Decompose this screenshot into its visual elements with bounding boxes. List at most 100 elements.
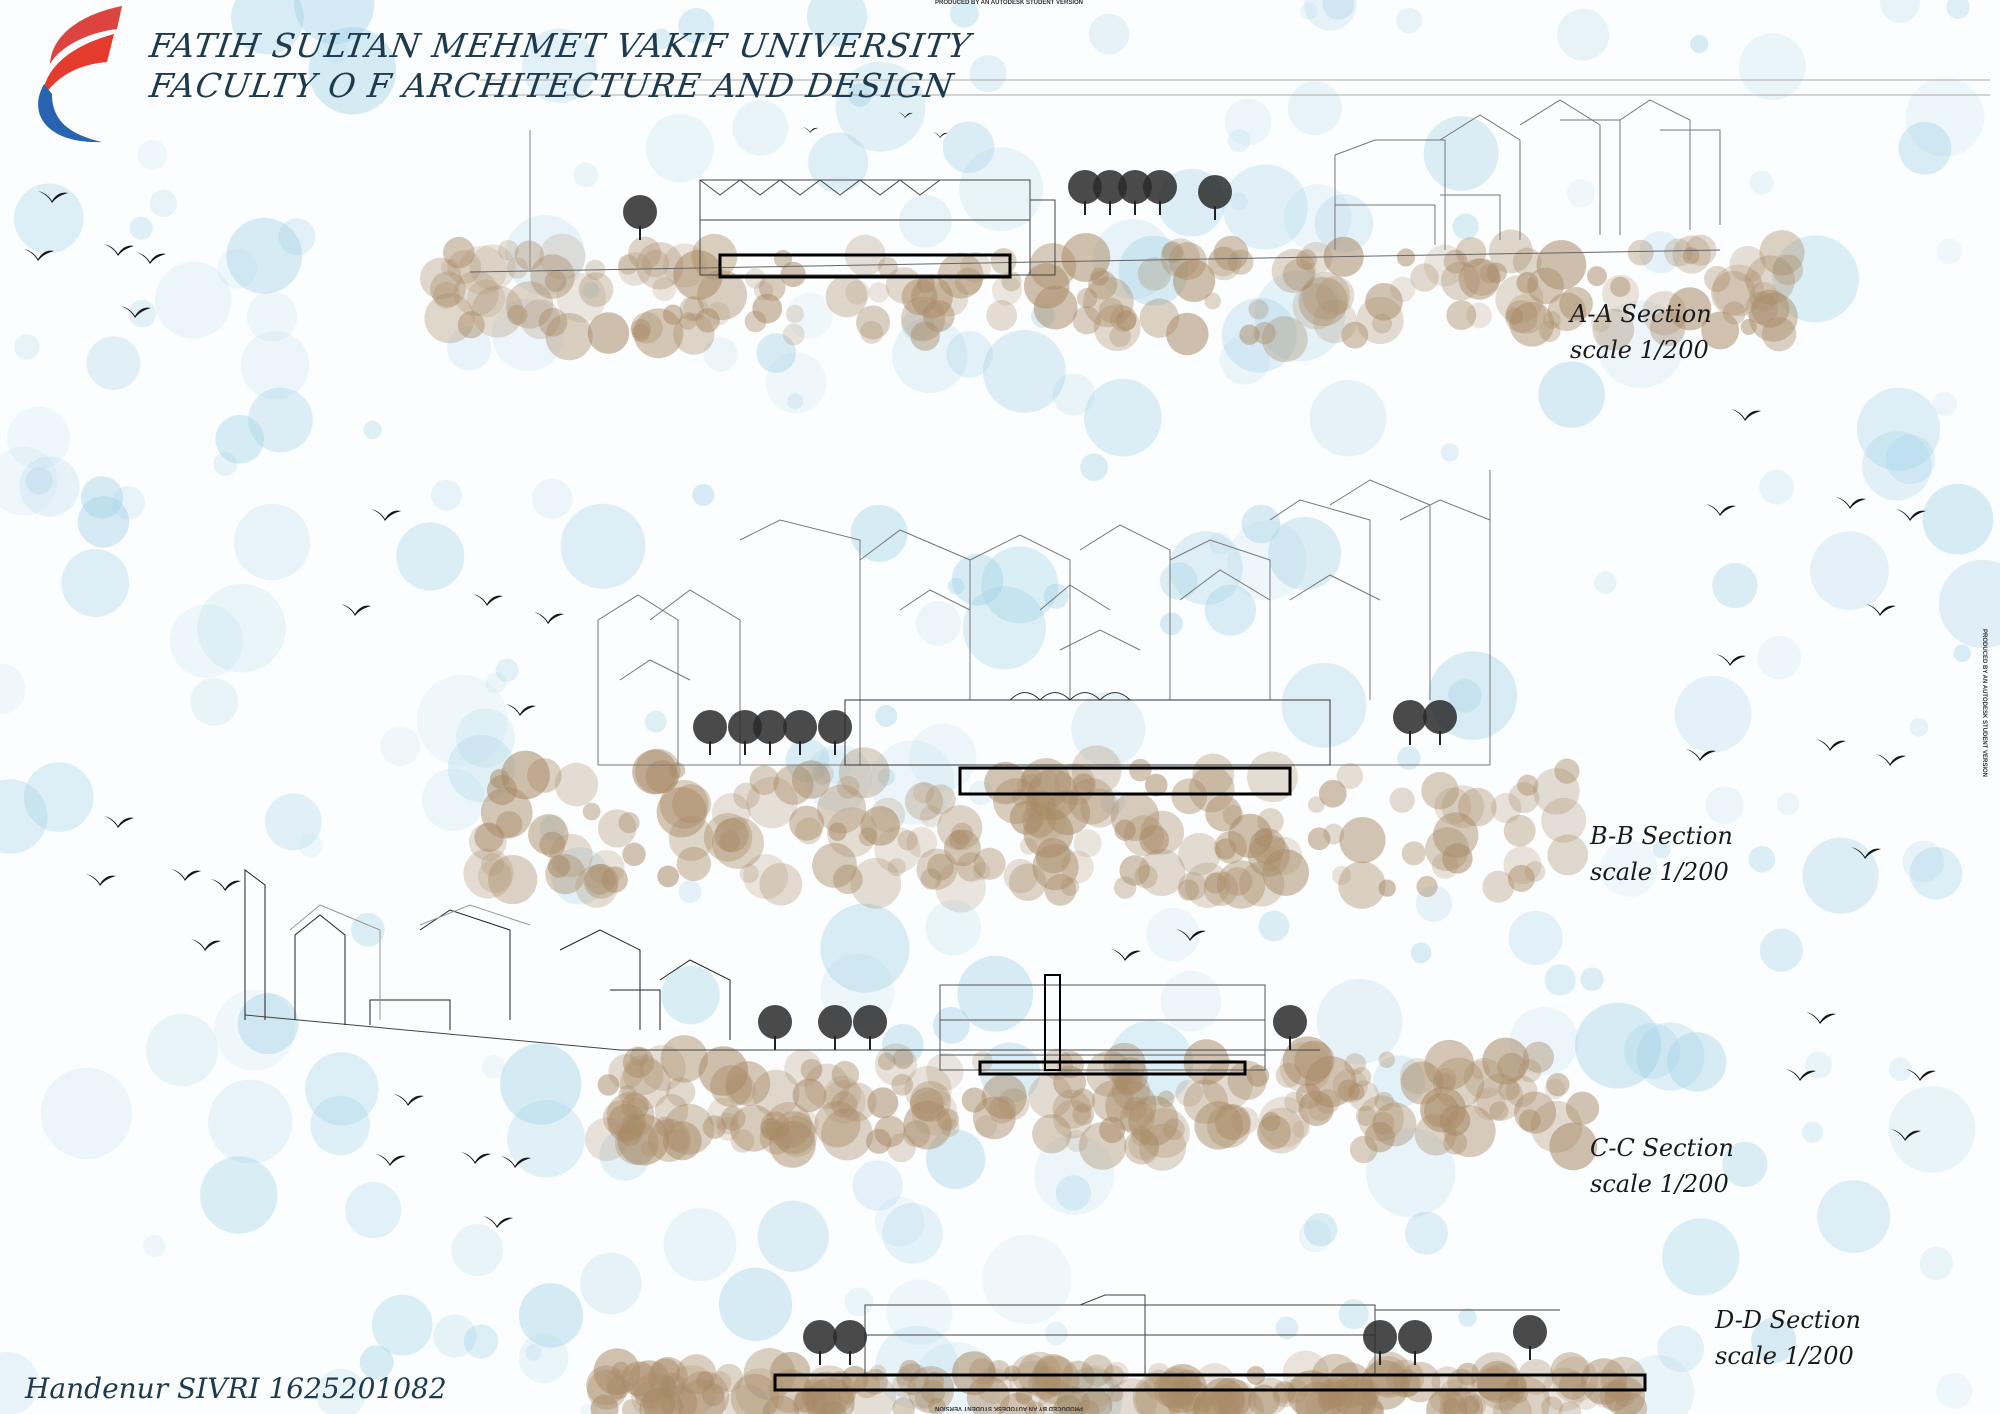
ground-blob xyxy=(1503,814,1536,847)
ground-blob xyxy=(597,809,637,848)
faculty-name: FACULTY O F ARCHITECTURE AND DESIGN xyxy=(147,66,957,105)
ground-blob xyxy=(1206,1104,1251,1149)
ground-blob xyxy=(505,281,554,329)
watercolor-blob xyxy=(949,0,979,28)
watercolor-blob xyxy=(197,583,286,673)
ground-blob xyxy=(1065,1129,1088,1153)
bird-icon xyxy=(803,127,818,133)
watercolor-blob xyxy=(451,1224,504,1277)
watercolor-blob xyxy=(23,762,94,832)
watercolor-blob xyxy=(1817,1180,1891,1253)
ground-blob xyxy=(936,1108,959,1131)
bird-icon xyxy=(933,132,948,138)
ground-blob xyxy=(1205,795,1242,832)
ground-blob xyxy=(430,271,466,308)
watercolor-blob xyxy=(1566,178,1596,208)
watercolor-blob xyxy=(518,1333,569,1384)
ground-blob xyxy=(1204,872,1226,894)
ground-blob xyxy=(1170,1385,1194,1409)
ground-blob xyxy=(1219,1387,1244,1412)
watercolor-blob xyxy=(416,674,508,766)
ground-blob xyxy=(1740,318,1757,335)
ground-blob xyxy=(1476,1073,1524,1122)
watercolor-blob xyxy=(1557,8,1610,61)
ground-blob xyxy=(673,250,723,300)
ground-blob xyxy=(1228,249,1254,275)
ground-blob xyxy=(618,1085,637,1104)
bird-icon xyxy=(1111,949,1141,961)
ground-blob xyxy=(1463,1057,1505,1099)
ground-blob xyxy=(1072,1103,1095,1126)
watercolor-blob xyxy=(1410,942,1432,964)
ground-blob xyxy=(583,863,619,899)
ground-blob xyxy=(709,1371,732,1394)
ground-blob xyxy=(660,1035,709,1083)
ground-blob xyxy=(986,300,1018,331)
section-scale: scale 1/200 xyxy=(1715,1342,1854,1370)
watercolor-blob xyxy=(787,393,804,410)
ground-blob xyxy=(1178,872,1207,901)
ground-blob xyxy=(1135,1377,1180,1414)
watercolor-blob xyxy=(1538,361,1605,428)
watercolor-blob xyxy=(661,965,720,1025)
watercolor-blob xyxy=(1667,1032,1727,1092)
ground-blob xyxy=(1262,849,1309,896)
ground-blob xyxy=(605,1368,631,1394)
watercolor-blob xyxy=(946,331,993,378)
watercolor-blob xyxy=(1657,1325,1704,1373)
ground-blob xyxy=(641,249,670,278)
ground-blob xyxy=(1194,1101,1243,1150)
watercolor-blob xyxy=(1204,584,1256,636)
watercolor-blob xyxy=(61,549,130,617)
watercolor-blob xyxy=(1281,662,1367,748)
tree-icon xyxy=(783,710,817,755)
tree-icon xyxy=(803,1320,837,1365)
watercolor-blob xyxy=(1373,1055,1426,1108)
ground-blob xyxy=(910,321,940,351)
bird-icon xyxy=(501,1156,531,1168)
watercolor-blob xyxy=(644,710,667,733)
watercolor-blob xyxy=(1034,1134,1115,1215)
ground-blob xyxy=(1080,788,1120,828)
watercolor-blob xyxy=(1862,431,1932,501)
ground-blob xyxy=(910,1080,952,1122)
ground-blob xyxy=(896,1363,929,1396)
ground-blob xyxy=(1470,1060,1490,1080)
ground-blob xyxy=(1458,1395,1480,1414)
ground-blob xyxy=(584,863,616,895)
ground-blob xyxy=(1550,1352,1590,1392)
watercolor-blob xyxy=(359,1345,394,1380)
bird-icon xyxy=(1906,1069,1936,1081)
ground-blob xyxy=(528,814,569,855)
ground-blob xyxy=(795,817,823,845)
ground-blob xyxy=(630,318,651,340)
watercolor-blob xyxy=(820,903,910,993)
ground-blob xyxy=(850,857,902,909)
ground-blob xyxy=(1078,1122,1127,1170)
tree-icon xyxy=(623,195,657,240)
watercolor-blob xyxy=(1080,453,1108,482)
ground-blob xyxy=(765,1101,812,1149)
ground-blob xyxy=(1396,248,1415,267)
watercolor-blob xyxy=(1055,1175,1091,1211)
ground-blob xyxy=(1504,300,1538,334)
ground-blob xyxy=(701,1383,725,1407)
ground-blob xyxy=(891,1073,914,1096)
ground-blob xyxy=(608,1054,644,1090)
tree-icon xyxy=(1143,170,1177,215)
ground-blob xyxy=(696,1371,714,1390)
ground-blob xyxy=(679,296,705,322)
watercolor-blob xyxy=(14,334,40,360)
ground-blob xyxy=(1339,817,1386,864)
ground-blob xyxy=(527,758,562,793)
bird-icon xyxy=(121,306,151,318)
ground-blob xyxy=(1032,1114,1072,1154)
tree-icon xyxy=(1093,170,1127,215)
ground-blob xyxy=(1479,263,1499,284)
ground-blob xyxy=(1060,877,1080,896)
watercolor-blob xyxy=(190,678,239,726)
ground-blob xyxy=(1466,302,1492,329)
ground-blob xyxy=(1509,301,1555,347)
ground-blob xyxy=(588,849,625,886)
ground-blob xyxy=(1139,825,1170,855)
